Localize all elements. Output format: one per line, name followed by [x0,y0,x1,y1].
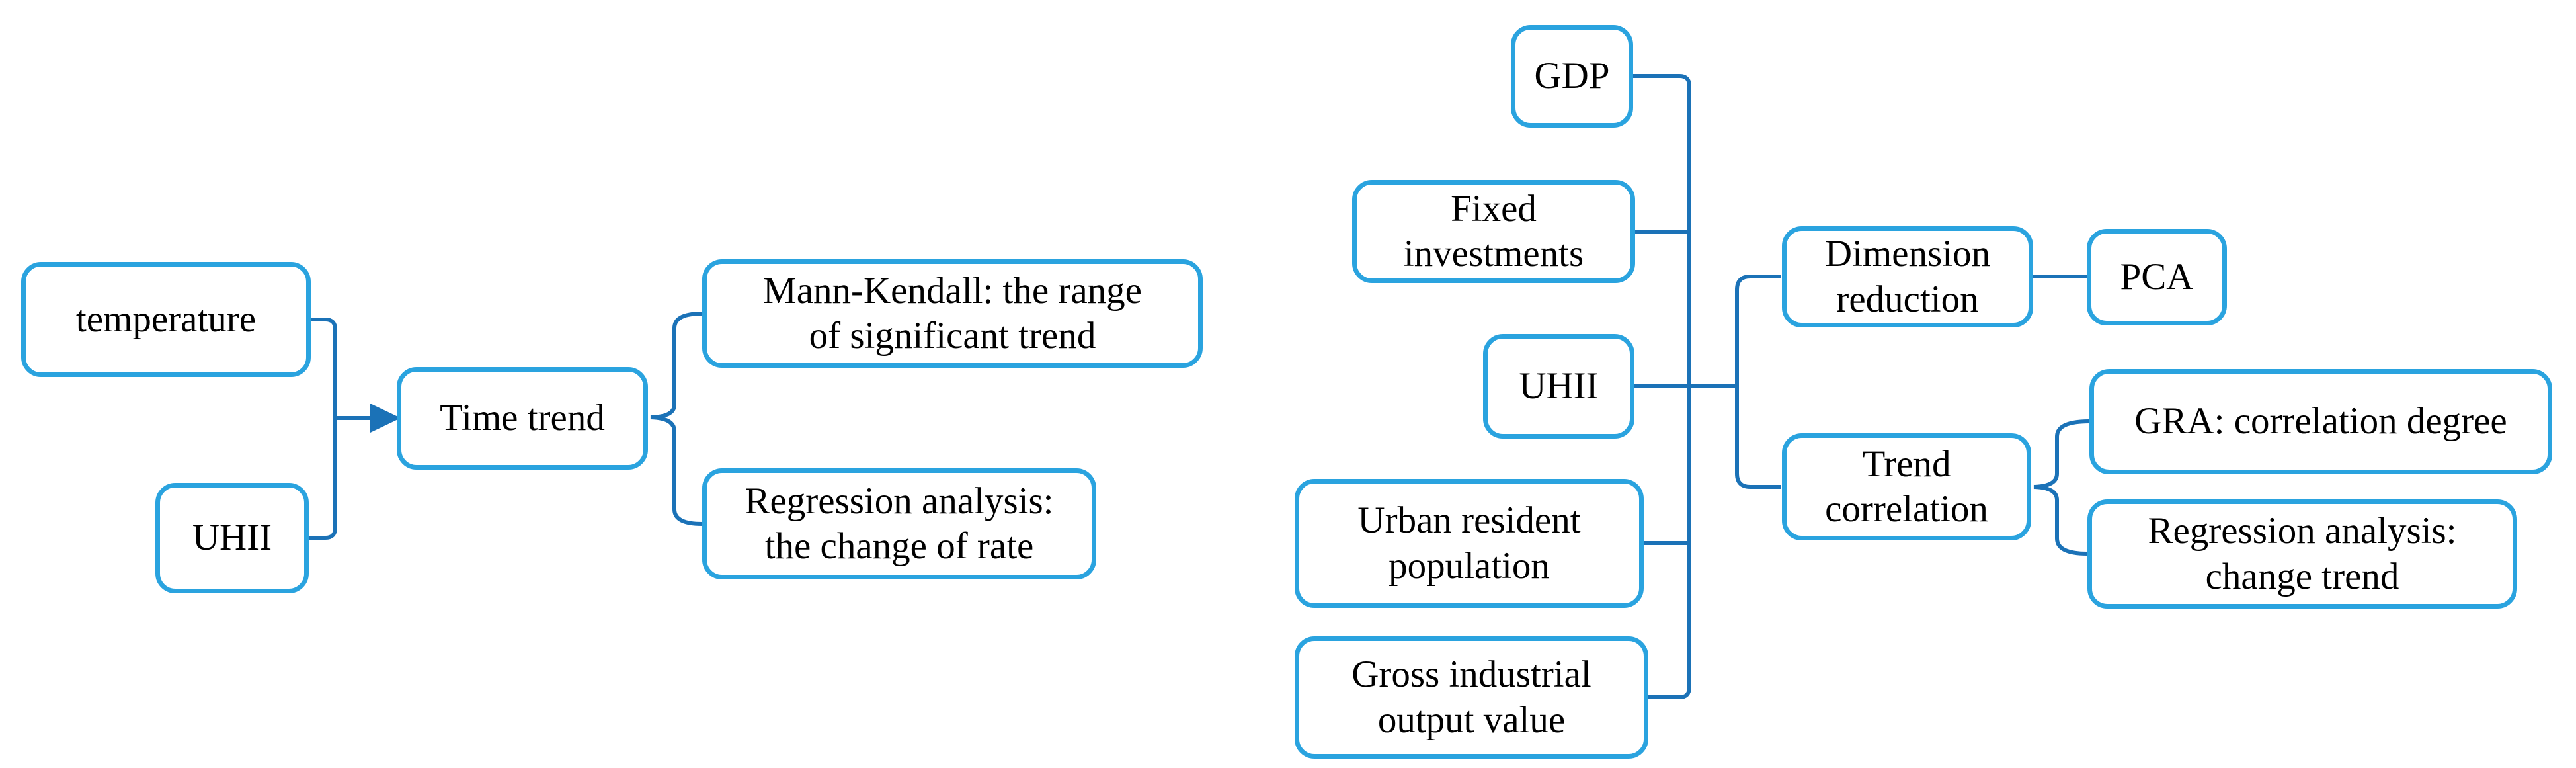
node-regression-left-label: Regression analysis: the change of rate [745,480,1054,567]
node-uhii-right-label: UHII [1519,364,1599,407]
node-trend-correlation-label: Trend correlation [1825,443,1988,530]
node-regression-right-label: Regression analysis: change trend [2148,510,2457,597]
node-uhii-left: UHII [155,483,309,593]
node-dimension-reduction: Dimension reduction [1782,226,2033,327]
node-gross-industrial: Gross industrial output value [1295,636,1648,759]
fork-dimension-trend [1735,275,1781,489]
node-fixed-investments: Fixed investments [1352,180,1635,283]
brace-time-trend [650,312,703,526]
node-mann-kendall-label: Mann-Kendall: the range of significant t… [763,269,1142,357]
node-trend-correlation: Trend correlation [1782,433,2031,540]
node-gra-label: GRA: correlation degree [2134,400,2507,443]
node-dimension-reduction-label: Dimension reduction [1824,233,1991,320]
node-fixed-investments-label: Fixed investments [1403,187,1584,275]
node-mann-kendall: Mann-Kendall: the range of significant t… [702,259,1203,368]
node-temperature: temperature [21,262,311,377]
node-urban-population-label: Urban resident population [1357,499,1581,587]
node-time-trend: Time trend [397,367,648,470]
arrowhead-time-trend [370,404,401,433]
node-regression-right: Regression analysis: change trend [2087,499,2517,609]
node-gdp: GDP [1511,25,1633,128]
node-uhii-right: UHII [1483,334,1634,439]
node-temperature-label: temperature [75,298,257,340]
node-time-trend-label: Time trend [440,397,605,439]
node-uhii-left-label: UHII [192,517,272,559]
node-pca: PCA [2087,229,2227,325]
node-gross-industrial-label: Gross industrial output value [1351,654,1591,741]
node-gdp-label: GDP [1534,55,1610,97]
node-pca-label: PCA [2120,255,2194,298]
node-gra: GRA: correlation degree [2089,369,2552,474]
node-regression-left: Regression analysis: the change of rate [702,468,1096,579]
brace-trend-correlation [2033,419,2090,556]
bracket-temperature-uhii [309,318,337,540]
node-urban-population: Urban resident population [1295,479,1644,608]
